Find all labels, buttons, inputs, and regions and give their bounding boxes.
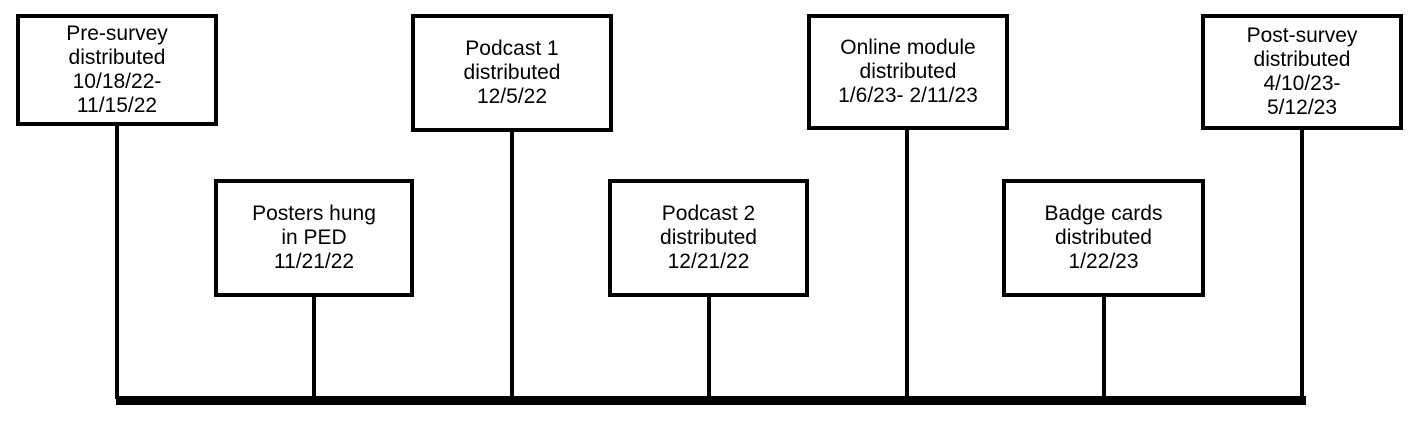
event-box-podcast-1: Podcast 1 distributed 12/5/22	[411, 14, 613, 132]
event-text-line: 4/10/23-	[1263, 72, 1341, 95]
event-text-line: 12/21/22	[667, 250, 750, 273]
connector-line-badge-cards	[1102, 295, 1106, 399]
event-text-line: Pre-survey	[66, 22, 168, 45]
event-text-line: distributed	[1055, 226, 1152, 249]
event-box-pre-survey: Pre-survey distributed 10/18/22- 11/15/2…	[16, 14, 218, 126]
event-box-badge-cards: Badge cards distributed 1/22/23	[1002, 179, 1205, 297]
event-box-posters: Posters hung in PED 11/21/22	[214, 179, 414, 297]
event-text-line: distributed	[1253, 48, 1351, 71]
event-box-post-survey: Post-survey distributed 4/10/23- 5/12/23	[1201, 14, 1403, 130]
connector-line-pre-survey	[115, 124, 119, 399]
connector-line-online-module	[905, 128, 909, 399]
event-text-line: distributed	[660, 226, 757, 249]
event-text-line: Podcast 1	[465, 37, 559, 60]
event-text-line: 11/15/22	[76, 94, 158, 117]
event-text-line: 5/12/23	[1266, 96, 1338, 119]
event-text-line: distributed	[68, 46, 166, 69]
event-text-line: Posters hung	[252, 202, 376, 225]
event-text-line: Badge cards	[1044, 202, 1163, 225]
event-box-online-module: Online module distributed 1/6/23- 2/11/2…	[807, 14, 1009, 130]
event-text-line: 12/5/22	[476, 85, 548, 108]
event-text-line: distributed	[859, 60, 957, 83]
connector-line-podcast-2	[707, 295, 711, 399]
event-box-podcast-2: Podcast 2 distributed 12/21/22	[608, 179, 809, 297]
event-text-line: Online module	[840, 36, 976, 59]
event-text-line: distributed	[463, 61, 561, 84]
timeline-axis	[116, 396, 1306, 405]
event-text-line: in PED	[281, 226, 347, 249]
event-text-line: 1/22/23	[1068, 250, 1139, 273]
event-text-line: Post-survey	[1246, 24, 1358, 47]
connector-line-podcast-1	[510, 130, 514, 399]
event-text-line: 11/21/22	[273, 250, 355, 273]
connector-line-posters	[312, 295, 316, 399]
event-text-line: Podcast 2	[661, 202, 756, 225]
event-text-line: 10/18/22-	[72, 70, 162, 93]
event-text-line: 1/6/23- 2/11/23	[838, 84, 978, 107]
connector-line-post-survey	[1300, 128, 1304, 399]
